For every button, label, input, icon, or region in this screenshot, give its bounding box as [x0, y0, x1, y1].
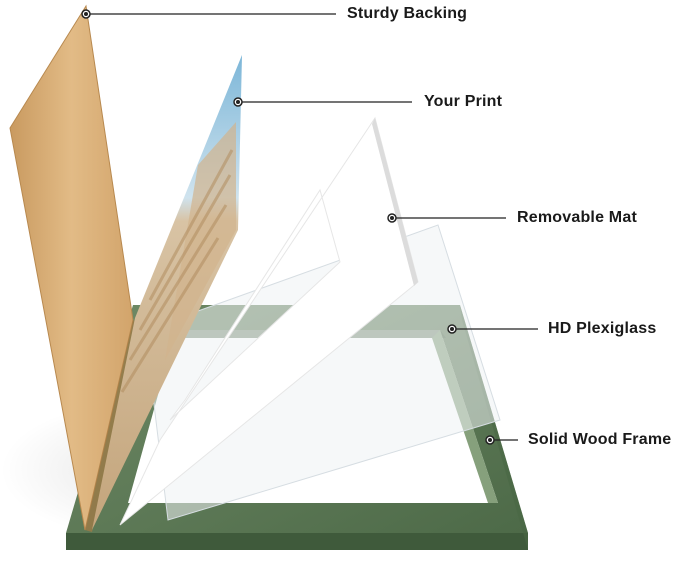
- leader-dot-icon: [488, 438, 492, 442]
- label-hd-plexiglass: HD Plexiglass: [548, 320, 657, 337]
- print-sheet: [92, 55, 242, 530]
- leader-dot-icon: [450, 327, 454, 331]
- leader-dot-icon: [84, 12, 88, 16]
- leader-dot-icon: [390, 216, 394, 220]
- label-removable-mat: Removable Mat: [517, 209, 637, 226]
- label-your-print: Your Print: [424, 93, 503, 110]
- leader-lines: [86, 13, 538, 441]
- leader-dot-icon: [236, 100, 240, 104]
- label-sturdy-backing: Sturdy Backing: [347, 5, 468, 22]
- label-solid-wood-frame: Solid Wood Frame: [528, 431, 672, 448]
- leader-dots: [81, 9, 495, 445]
- removable-mat: [119, 116, 419, 526]
